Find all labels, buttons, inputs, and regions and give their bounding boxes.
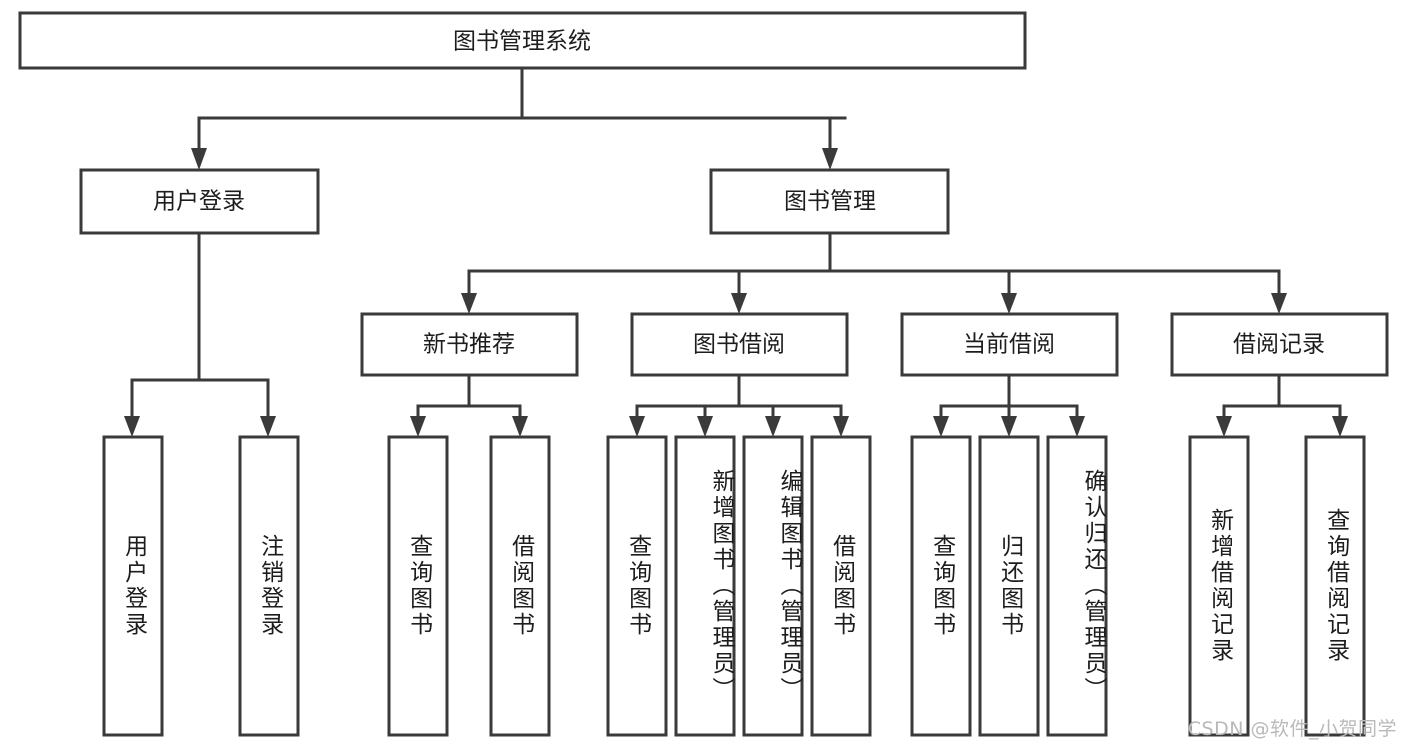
connector-user-login-to-leaves — [124, 231, 276, 437]
node-root-rect[interactable] — [18, 11, 1027, 70]
arrow-head-icon — [765, 416, 781, 437]
node-user-login-label: 用户登录 — [153, 189, 245, 215]
node-current-borrow-rect[interactable] — [900, 312, 1119, 377]
node-book-manage-rect[interactable] — [709, 168, 950, 235]
arrow-head-icon — [697, 416, 713, 437]
node-leaf-query-record-rect[interactable] — [1304, 435, 1366, 737]
arrow-head-icon — [461, 293, 477, 314]
node-current-borrow-label: 当前借阅 — [963, 332, 1055, 358]
node-user-login[interactable]: 用户登录 — [79, 168, 320, 235]
node-new-book-recommend-rect[interactable] — [360, 312, 579, 377]
node-book-manage-label: 图书管理 — [784, 189, 876, 215]
connector-root-to-level2 — [191, 66, 847, 170]
node-leaf-add-book-rect[interactable] — [674, 435, 736, 737]
node-new-book-recommend-label: 新书推荐 — [423, 332, 515, 358]
node-book-borrow-label: 图书借阅 — [693, 332, 785, 358]
arrow-head-icon — [124, 416, 140, 437]
node-leaf-user-login-rect[interactable] — [102, 435, 164, 737]
node-book-borrow[interactable]: 图书借阅 — [630, 312, 849, 377]
node-borrow-record-label: 借阅记录 — [1233, 332, 1325, 358]
node-new-book-recommend[interactable]: 新书推荐 — [360, 312, 579, 377]
node-current-borrow[interactable]: 当前借阅 — [900, 312, 1119, 377]
node-root-label: 图书管理系统 — [453, 29, 591, 55]
csdn-watermark: CSDN @软件_小贺同学 — [1187, 718, 1397, 740]
connector-current-borrow-to-leaves — [933, 373, 1085, 437]
arrow-head-icon — [410, 416, 426, 437]
arrow-head-icon — [1001, 416, 1017, 437]
node-leaf-return-book-rect[interactable] — [978, 435, 1040, 737]
node-leaf-add-record-rect[interactable] — [1188, 435, 1250, 737]
node-leaf-borrow-book-1-rect[interactable] — [489, 435, 551, 737]
node-leaf-query-book-3-rect[interactable] — [910, 435, 972, 737]
arrow-head-icon — [1001, 293, 1017, 314]
node-borrow-record[interactable]: 借阅记录 — [1170, 312, 1389, 377]
node-leaf-query-book-2-rect[interactable] — [606, 435, 668, 737]
connector-book-manage-to-level3 — [461, 231, 1287, 314]
arrow-head-icon — [191, 148, 207, 170]
arrow-head-icon — [833, 416, 849, 437]
connector-new-book-recommend-to-leaves — [410, 373, 528, 437]
node-book-borrow-rect[interactable] — [630, 312, 849, 377]
node-book-manage[interactable]: 图书管理 — [709, 168, 950, 235]
node-leaf-borrow-book-2-rect[interactable] — [810, 435, 872, 737]
arrow-head-icon — [1069, 416, 1085, 437]
node-borrow-record-rect[interactable] — [1170, 312, 1389, 377]
arrow-head-icon — [822, 148, 838, 170]
node-leaf-logout-rect[interactable] — [238, 435, 300, 737]
connector-borrow-record-to-leaves — [1216, 373, 1348, 437]
arrow-head-icon — [1332, 416, 1348, 437]
connector-book-borrow-to-leaves — [629, 373, 849, 437]
arrow-head-icon — [731, 293, 747, 314]
node-leaf-confirm-return-rect[interactable] — [1046, 435, 1108, 737]
node-leaf-query-book-1-rect[interactable] — [387, 435, 449, 737]
arrow-head-icon — [260, 416, 276, 437]
node-leaf-edit-book-rect[interactable] — [742, 435, 804, 737]
arrow-head-icon — [512, 416, 528, 437]
arrow-head-icon — [1216, 416, 1232, 437]
arrow-head-icon — [933, 416, 949, 437]
node-root[interactable]: 图书管理系统 — [18, 11, 1027, 70]
arrow-head-icon — [1271, 293, 1287, 314]
arrow-head-icon — [629, 416, 645, 437]
